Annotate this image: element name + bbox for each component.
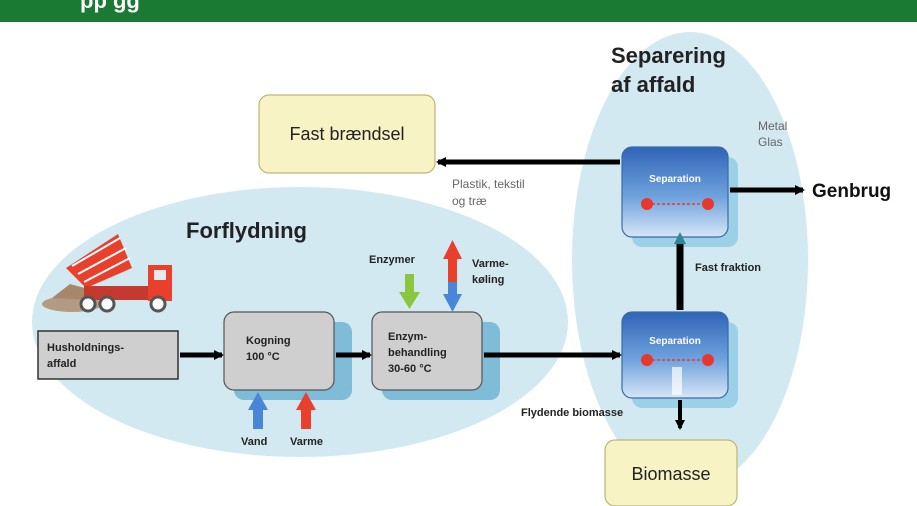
- fast-braendsel-box: Fast brændsel: [258, 94, 436, 174]
- flydende-biomasse-label: Flydende biomasse: [521, 407, 623, 419]
- genbrug-label: Genbrug: [812, 181, 891, 202]
- dump-truck-icon: [42, 234, 172, 313]
- separator-dot-icon: [702, 354, 714, 366]
- metal-label: Metal: [758, 119, 787, 133]
- kogning-line2: 100 °C: [246, 351, 280, 363]
- glas-label: Glas: [758, 135, 783, 149]
- separator-dot-icon: [702, 198, 714, 210]
- arrow-varme-koling: [443, 240, 462, 312]
- separation-bottom-label: Separation: [649, 336, 701, 347]
- separering-title-line2: af affald: [611, 72, 695, 97]
- enzym-line3: 30-60 °C: [388, 363, 432, 375]
- biomasse-box: Biomasse: [604, 439, 738, 506]
- header-title: pp gg: [80, 0, 140, 13]
- arrow-enzymer-green: [399, 274, 420, 309]
- kogning-box: Kogning 100 °C: [223, 311, 352, 400]
- plastik-line2: og træ: [452, 194, 487, 208]
- varme-koling-line2: køling: [472, 274, 504, 286]
- process-diagram: Forflydning Separering af affald Hushold…: [32, 32, 891, 506]
- enzym-line1: Enzym-: [388, 331, 427, 343]
- separation-top-label: Separation: [649, 174, 701, 185]
- arrow-vand-blue: [248, 392, 268, 429]
- varme-koling-line1: Varme-: [472, 258, 509, 270]
- enzym-line2: behandling: [388, 347, 447, 359]
- separator-dot-icon: [641, 198, 653, 210]
- separering-title-line1: Separering: [611, 43, 726, 68]
- vand-label: Vand: [241, 436, 267, 448]
- fast-fraktion-label: Fast fraktion: [695, 262, 761, 274]
- arrow-up-teal-head: [674, 232, 686, 244]
- husholdningsaffald-line2: affald: [47, 358, 76, 370]
- separering-region: [572, 32, 808, 488]
- arrow-varme-red: [296, 392, 316, 429]
- enzymer-label: Enzymer: [369, 254, 416, 266]
- kogning-line1: Kogning: [246, 335, 291, 347]
- fast-braendsel-label: Fast brændsel: [289, 124, 404, 144]
- separation-top-box: Separation: [621, 146, 738, 247]
- forflydning-title: Forflydning: [186, 218, 307, 243]
- plastik-line1: Plastik, tekstil: [452, 177, 525, 191]
- separation-bottom-box: Separation: [621, 311, 738, 408]
- varme-label: Varme: [290, 436, 323, 448]
- biomasse-label: Biomasse: [631, 464, 710, 484]
- header-bar: pp gg: [0, 0, 917, 22]
- husholdningsaffald-line1: Husholdnings-: [47, 342, 124, 354]
- separator-dot-icon: [641, 354, 653, 366]
- husholdningsaffald-box: Husholdnings- affald: [37, 330, 179, 380]
- enzymbehandling-box: Enzym- behandling 30-60 °C: [371, 311, 500, 400]
